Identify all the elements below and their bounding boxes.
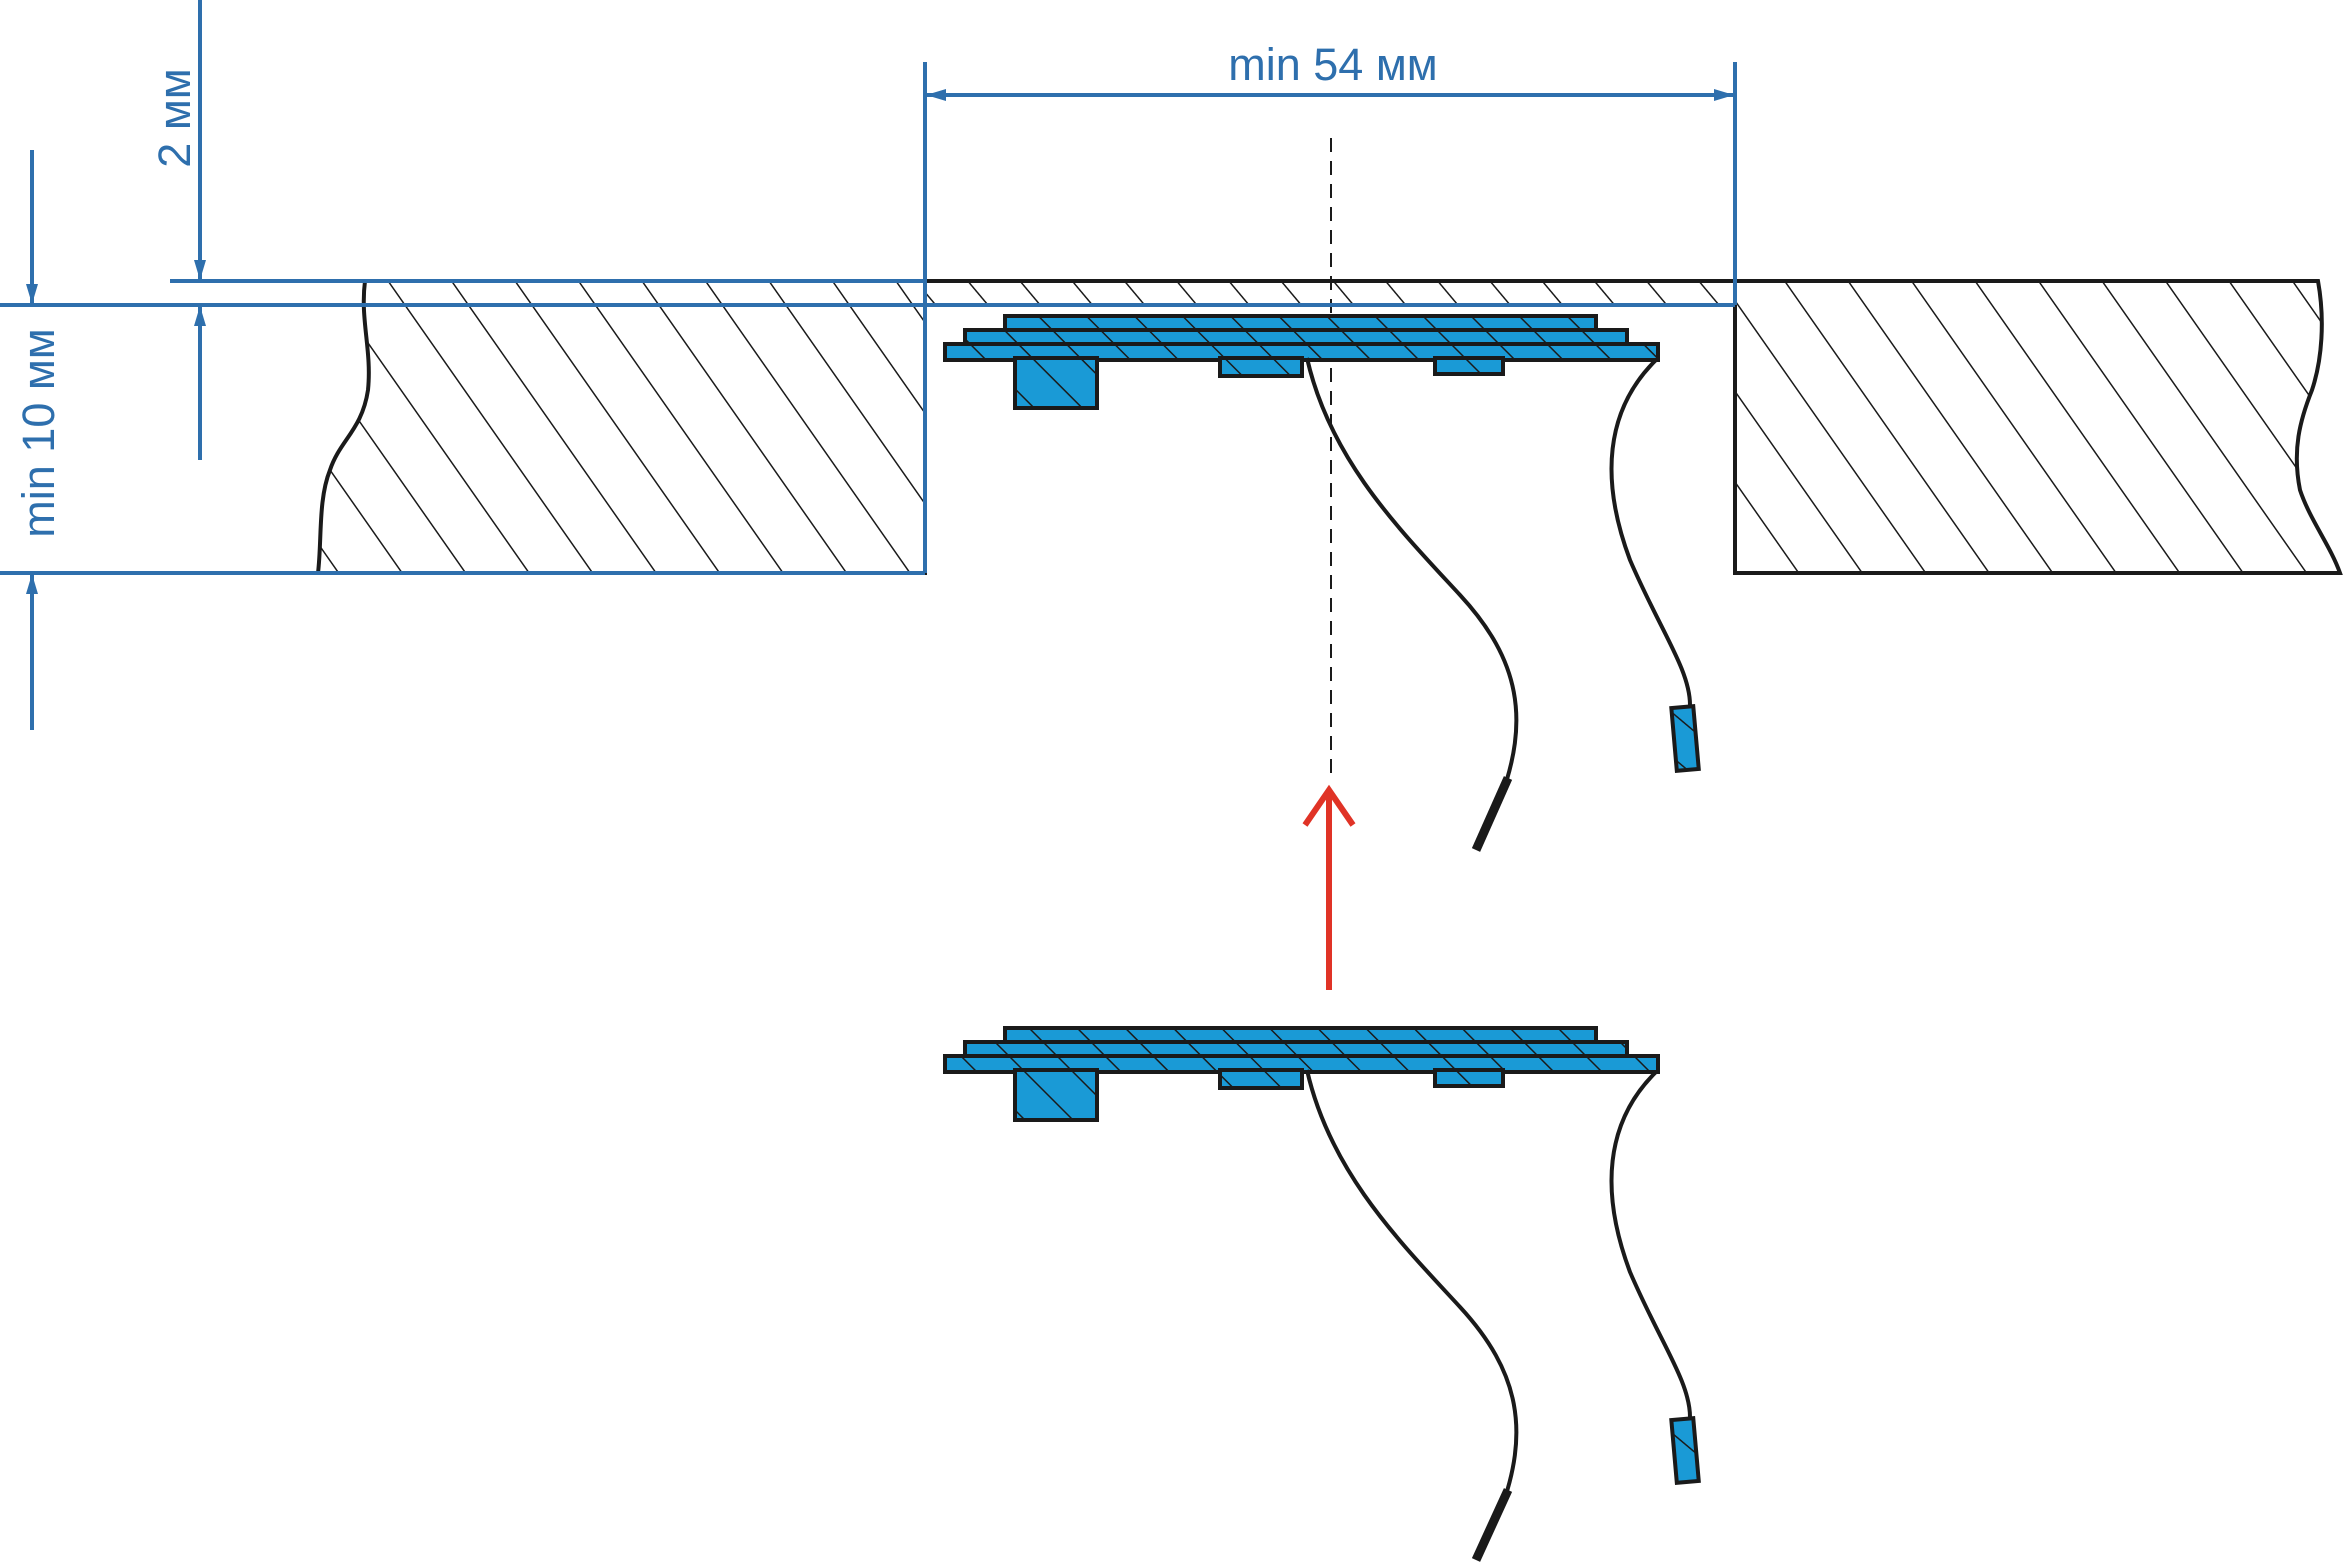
cable-right-connector [1669, 703, 1701, 774]
cable-left [1305, 1069, 1519, 1513]
countertop [315, 279, 2343, 575]
dimensions [0, 0, 1737, 730]
width-dimension-label: min 54 мм [1228, 39, 1437, 90]
gap-dimension-label: 2 мм [149, 68, 200, 167]
cable-left-tip [1471, 776, 1513, 852]
cable-left [1305, 357, 1519, 801]
thickness-dimension-label: min 10 мм [13, 328, 64, 537]
install-direction-arrow [1302, 784, 1356, 990]
cable-right-connector [1669, 1415, 1701, 1486]
component-uninstalled [943, 1026, 1701, 1562]
cable-right [1609, 1070, 1692, 1418]
countertop-right-section [1733, 279, 2343, 575]
component-installed [943, 314, 1701, 852]
countertop-left-section [315, 279, 927, 575]
cable-right [1609, 358, 1692, 706]
cable-left-tip [1471, 1488, 1513, 1562]
